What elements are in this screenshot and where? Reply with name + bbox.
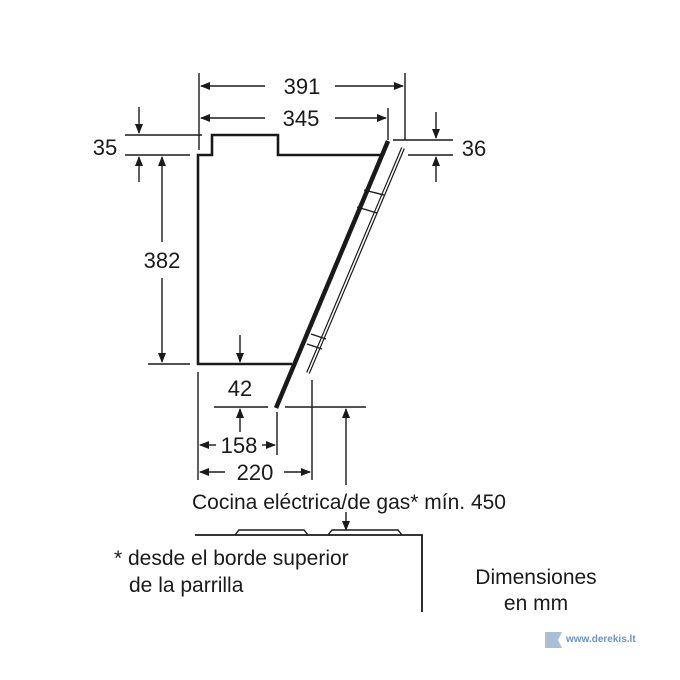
dimension-158-label: 158 (221, 433, 258, 458)
dimension-345: 345 (200, 106, 387, 131)
panel-brackets (306, 189, 385, 350)
dimension-42-label: 42 (228, 376, 252, 401)
dimension-35-label: 35 (93, 135, 117, 160)
glass-panel (273, 140, 391, 409)
footnote-line-2: de la parrilla (129, 574, 244, 597)
dimension-345-label: 345 (283, 106, 320, 131)
dimension-391: 391 (200, 74, 404, 99)
watermark-logo-icon (545, 632, 562, 648)
dimension-382: 382 (144, 156, 181, 363)
dimension-158: 158 (199, 433, 276, 458)
dimension-220: 220 (199, 460, 311, 485)
dimension-220-label: 220 (237, 460, 274, 485)
footnote-line-1: * desde el borde superior (114, 547, 349, 570)
dimension-36-label: 36 (462, 136, 486, 161)
watermark-text: www.derekis.lt (565, 634, 636, 645)
dimension-382-label: 382 (144, 248, 181, 273)
dimension-391-label: 391 (284, 74, 321, 99)
cooktop (195, 529, 423, 612)
dimension-42: 42 (228, 335, 252, 432)
units-line-2: en mm (504, 592, 568, 615)
dimension-36: 36 (432, 112, 486, 182)
hood-body (196, 133, 380, 366)
units-line-1: Dimensiones (475, 566, 596, 589)
cooktop-clearance-label: Cocina eléctrica/de gas* mín. 450 (192, 491, 506, 514)
rear-panel (306, 147, 405, 374)
watermark: www.derekis.lt (545, 632, 636, 648)
dimension-35: 35 (93, 107, 143, 182)
extension-lines (125, 73, 453, 480)
dimension-cooktop-clearance: Cocina eléctrica/de gas* mín. 450 (192, 408, 506, 531)
